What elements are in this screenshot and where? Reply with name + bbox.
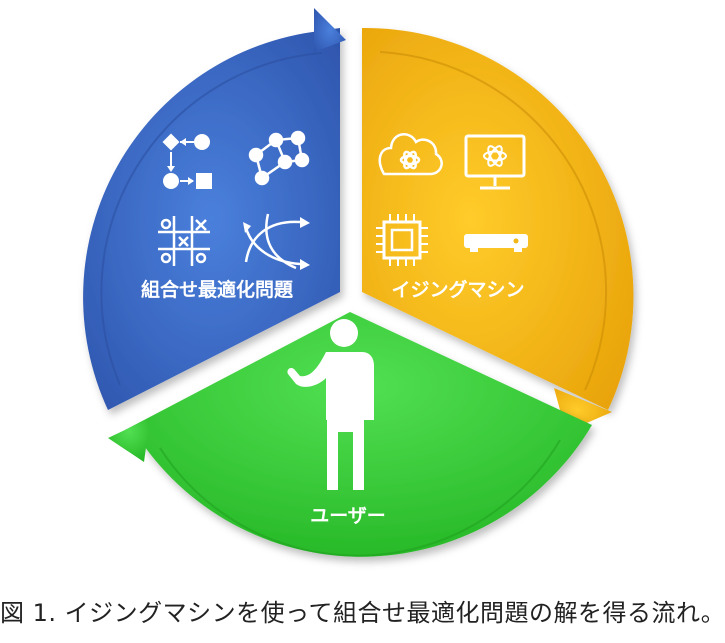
person-icon <box>287 319 374 490</box>
tic-tac-toe-icon <box>158 216 210 266</box>
segment-label-user: ユーザー <box>310 505 386 527</box>
flowchart-icon <box>162 133 212 189</box>
monitor-atom-icon <box>464 134 526 190</box>
arrow-head-blue <box>314 8 346 52</box>
chip-icon <box>376 214 428 266</box>
routing-arrows-icon <box>243 213 310 270</box>
segment-label-ising: イジングマシン <box>391 278 524 301</box>
figure-caption: 図 1. イジングマシンを使って組合せ最適化問題の解を得る流れ。 <box>0 599 725 627</box>
segment-optimization <box>83 8 346 410</box>
server-device-icon <box>464 234 528 252</box>
segment-ising <box>362 27 634 432</box>
segment-label-optimization: 組合せ最適化問題 <box>141 278 294 301</box>
cloud-atom-icon <box>378 133 443 176</box>
network-icon <box>248 130 310 186</box>
arrow-head-green <box>108 418 150 462</box>
cycle-diagram: 組合せ最適化問題 イジングマシン ユーザー <box>83 8 634 557</box>
